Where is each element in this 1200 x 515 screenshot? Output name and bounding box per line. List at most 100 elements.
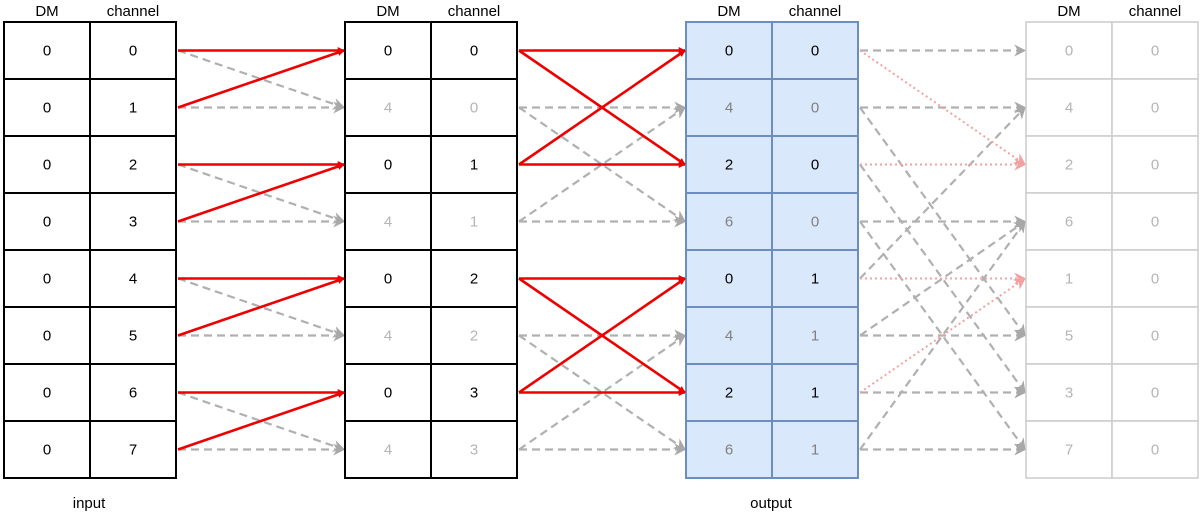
red-arrow-layer [177,47,686,451]
channel-value: 1 [470,157,478,174]
column-header-dm: DM [1057,3,1080,20]
dm-cell [344,249,432,308]
channel-value: 0 [811,100,819,117]
grey-dashed-arrow [177,49,346,110]
red-arrow [177,49,345,109]
dm-cell [3,249,91,308]
dm-value: 0 [384,271,392,288]
dm-value: 4 [384,328,392,345]
red-dotted-arrow [859,49,1026,166]
red-arrow [177,163,345,223]
channel-value: 0 [1151,214,1159,231]
dm-value: 0 [43,214,51,231]
dm-cell [685,21,773,80]
dm-value: 4 [384,100,392,117]
dm-value: 0 [43,100,51,117]
dm-value: 6 [725,442,733,459]
dm-cell [3,135,91,194]
channel-cell [89,78,177,137]
dm-value: 0 [384,385,392,402]
dm-value: 0 [384,157,392,174]
grey-dashed-arrow [859,220,1026,337]
dm-value: 4 [384,214,392,231]
dm-cell [1025,363,1113,422]
column-header-dm: DM [35,3,58,20]
channel-value: 2 [470,328,478,345]
grey-dashed-arrow [859,106,1026,337]
channel-cell [771,363,859,422]
dm-value: 7 [1065,442,1073,459]
channel-cell [89,249,177,308]
channel-cell [771,21,859,80]
column-header-channel: channel [1129,3,1182,20]
column-header-channel: channel [107,3,160,20]
dm-value: 3 [1065,385,1073,402]
channel-cell [89,420,177,479]
dm-cell [1025,192,1113,251]
channel-cell [430,192,518,251]
channel-cell [430,306,518,365]
channel-cell [771,249,859,308]
channel-value: 0 [1151,385,1159,402]
channel-value: 1 [811,442,819,459]
dm-value: 0 [43,43,51,60]
channel-cell [89,192,177,251]
channel-value: 0 [470,100,478,117]
grey-dashed-arrow [177,163,346,224]
dm-value: 2 [725,157,733,174]
channel-value: 0 [811,43,819,60]
dm-value: 0 [725,43,733,60]
captions-layer: input output [73,495,793,512]
dm-value: 4 [1065,100,1073,117]
dm-value: 5 [1065,328,1073,345]
dm-cell [3,420,91,479]
channel-cell [89,135,177,194]
red-arrow [177,391,345,451]
channel-cell [771,192,859,251]
dm-value: 4 [725,328,733,345]
channel-cell [1111,420,1199,479]
dm-cell [1025,21,1113,80]
channel-cell [1111,135,1199,194]
channel-cell [430,249,518,308]
dm-cell [3,306,91,365]
channel-value: 7 [129,442,137,459]
dm-cell [1025,420,1113,479]
dm-value: 0 [43,442,51,459]
dm-cell [1025,78,1113,137]
red-arrow [518,49,686,166]
dm-value: 0 [43,157,51,174]
dm-cell [344,420,432,479]
channel-cell [430,135,518,194]
channel-cell [1111,21,1199,80]
channel-value: 0 [811,214,819,231]
grey-dashed-arrow [518,334,686,451]
grey-dashed-arrow [518,106,686,223]
channel-value: 0 [129,43,137,60]
dm-value: 0 [1065,43,1073,60]
channel-value: 1 [470,214,478,231]
dm-cell [344,192,432,251]
channel-value: 5 [129,328,137,345]
channel-value: 3 [470,442,478,459]
